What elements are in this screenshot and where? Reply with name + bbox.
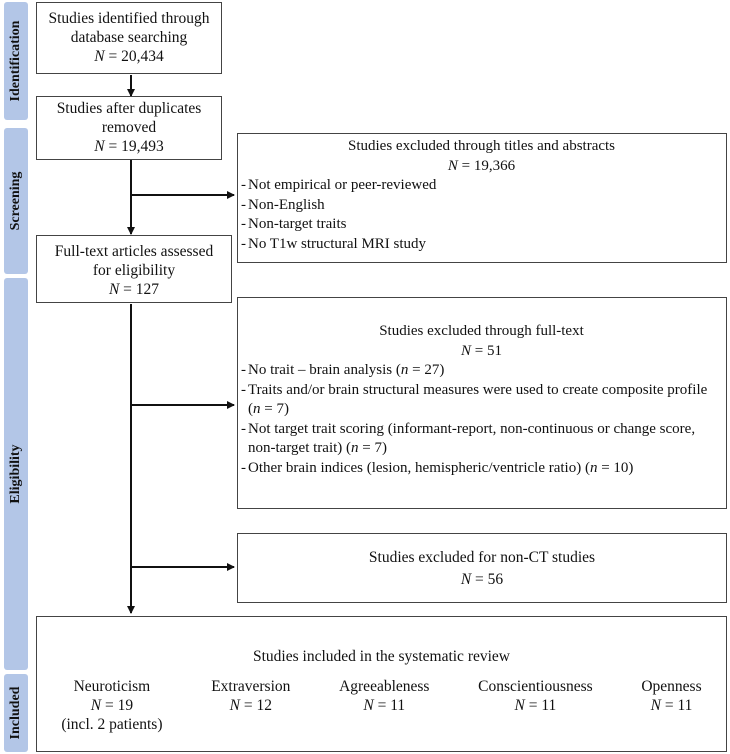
- included-heading: Studies included in the systematic revie…: [253, 648, 510, 665]
- fulltext-assessed-line2: for eligibility: [92, 262, 176, 279]
- trait-conscientiousness: Conscientiousness N = 11: [478, 677, 593, 734]
- excluded-nonct-count: N = 56: [460, 571, 504, 588]
- trait-name: Agreeableness: [339, 678, 430, 695]
- after-duplicates-box: Studies after duplicates removed N = 19,…: [36, 96, 222, 160]
- excluded-fulltext-count: N = 51: [461, 342, 502, 359]
- excluded-fulltext-heading: Studies excluded through full-text: [379, 323, 584, 339]
- excluded-fulltext-item: -No trait – brain analysis (n = 27): [241, 362, 445, 378]
- fulltext-assessed-box: Full-text articles assessed for eligibil…: [36, 235, 232, 303]
- after-duplicates-line2: removed: [101, 119, 157, 136]
- excluded-titles-item: -Not empirical or peer-reviewed: [241, 177, 437, 193]
- excluded-fulltext-item: -Other brain indices (lesion, hemispheri…: [241, 459, 634, 476]
- excluded-nonct-heading: Studies excluded for non-CT studies: [368, 549, 596, 566]
- trait-count: N = 11: [514, 697, 557, 714]
- excluded-fulltext-item: -Traits and/or brain structural measures…: [241, 381, 708, 418]
- fulltext-assessed-count: N = 127: [108, 281, 160, 298]
- excluded-nonct-box: Studies excluded for non-CT studies N = …: [237, 533, 727, 603]
- identified-line1: Studies identified through: [48, 10, 210, 27]
- trait-agreeableness: Agreeableness N = 11: [339, 677, 429, 734]
- trait-extraversion: Extraversion N = 12: [211, 677, 290, 734]
- identified-count: N = 20,434: [94, 48, 164, 65]
- stage-eligibility: Eligibility: [4, 278, 28, 670]
- excluded-titles-item: -Non-English: [241, 196, 325, 213]
- excluded-fulltext-box: Studies excluded through full-text N = 5…: [237, 297, 727, 509]
- stage-screening: Screening: [4, 128, 28, 274]
- excluded-titles-count: N = 19,366: [447, 157, 516, 174]
- included-traits: Neuroticism N = 19 (incl. 2 patients) Ex…: [37, 677, 726, 734]
- included-box: Studies included in the systematic revie…: [36, 616, 727, 752]
- trait-count: N = 12: [229, 697, 272, 714]
- excluded-fulltext-item: -Not target trait scoring (informant-rep…: [241, 420, 696, 457]
- identified-line2: database searching: [70, 29, 188, 46]
- trait-name: Openness: [641, 678, 702, 695]
- stage-identification: Identification: [4, 2, 28, 120]
- trait-note: (incl. 2 patients): [61, 716, 163, 733]
- excluded-titles-heading: Studies excluded through titles and abst…: [347, 138, 616, 154]
- fulltext-assessed-line1: Full-text articles assessed: [54, 243, 214, 260]
- trait-neuroticism: Neuroticism N = 19 (incl. 2 patients): [61, 677, 162, 734]
- excluded-titles-item: -Non-target traits: [241, 216, 347, 232]
- trait-openness: Openness N = 11: [641, 677, 701, 734]
- identified-box: Studies identified through database sear…: [36, 2, 222, 74]
- excluded-titles-box: Studies excluded through titles and abst…: [237, 133, 727, 263]
- trait-name: Extraversion: [211, 678, 291, 695]
- trait-name: Neuroticism: [73, 678, 151, 695]
- after-duplicates-count: N = 19,493: [94, 138, 164, 155]
- excluded-titles-item: -No T1w structural MRI study: [241, 235, 427, 252]
- trait-count: N = 11: [650, 697, 693, 714]
- stage-included: Included: [4, 674, 28, 752]
- trait-count: N = 19: [90, 697, 134, 714]
- trait-name: Conscientiousness: [478, 678, 593, 695]
- trait-count: N = 11: [363, 697, 406, 714]
- after-duplicates-line1: Studies after duplicates: [56, 100, 202, 117]
